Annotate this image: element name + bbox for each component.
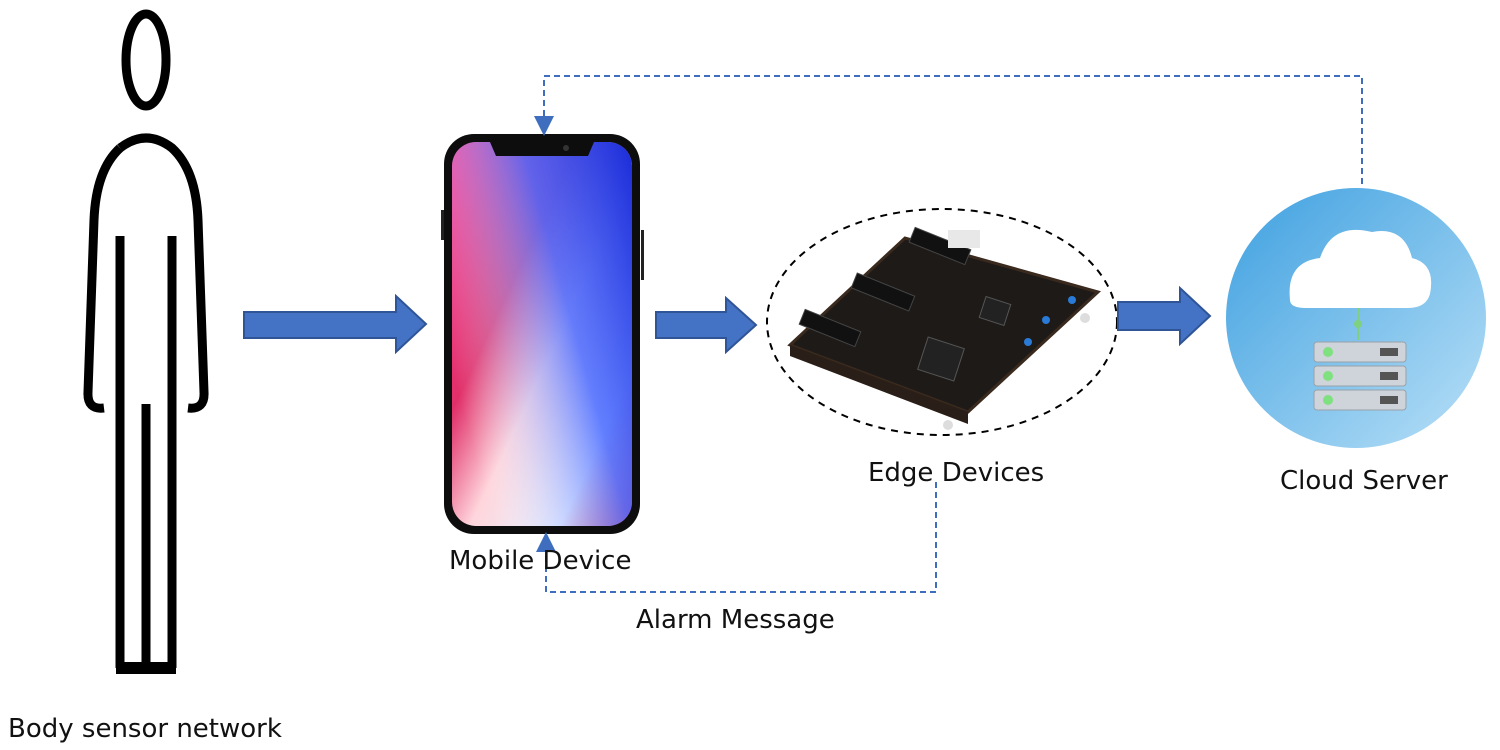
person-figure-icon bbox=[83, 9, 209, 674]
dashed-alarm-edge-to-mobile bbox=[536, 482, 937, 593]
label-mobile-device: Mobile Device bbox=[449, 546, 632, 576]
label-cloud-server: Cloud Server bbox=[1280, 466, 1448, 496]
smartphone-icon bbox=[441, 134, 644, 534]
flow-arrow-mobile-to-edge bbox=[655, 295, 758, 355]
label-body-sensor-network: Body sensor network bbox=[8, 714, 282, 744]
label-alarm-message: Alarm Message bbox=[636, 605, 835, 635]
dashed-feedback-cloud-to-mobile bbox=[534, 75, 1363, 184]
server-stack-icon bbox=[1313, 341, 1407, 411]
edge-board-icon bbox=[787, 226, 1101, 430]
label-edge-devices: Edge Devices bbox=[868, 458, 1045, 488]
flow-arrow-person-to-mobile bbox=[243, 293, 428, 355]
cloud-icon bbox=[1289, 229, 1432, 308]
cloud-server-icon bbox=[1226, 188, 1486, 448]
flow-arrow-edge-to-cloud bbox=[1117, 285, 1212, 347]
